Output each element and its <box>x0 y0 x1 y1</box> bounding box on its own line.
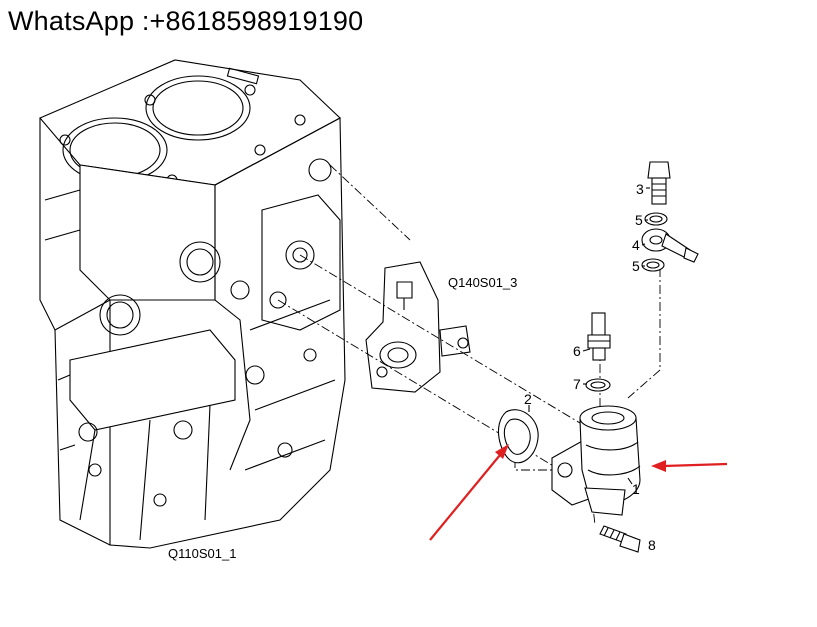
part-6-fitting <box>587 312 611 361</box>
part-8-bolt <box>599 525 641 553</box>
callout-6: 6 <box>573 343 581 359</box>
bracket-drawing <box>365 261 471 393</box>
whatsapp-watermark: WhatsApp :+8618598919190 <box>8 6 364 36</box>
part-4-banjo-fitting <box>641 228 699 263</box>
red-arrow-right <box>651 460 728 472</box>
diagram-code-block: Q110S01_1 <box>168 546 236 561</box>
callout-8: 8 <box>648 537 656 553</box>
part-7-o-ring <box>585 378 611 392</box>
part-1-fuel-pump <box>551 405 641 516</box>
part-2-gasket <box>497 409 539 464</box>
callout-leaders <box>528 187 650 485</box>
part-3-banjo-bolt <box>647 161 671 205</box>
diagram-code-bracket: Q140S01_3 <box>448 275 517 290</box>
callout-7: 7 <box>573 376 581 392</box>
callout-5-upper: 5 <box>635 212 643 228</box>
engine-block-drawing <box>39 59 346 549</box>
part-5-washers <box>641 212 668 272</box>
callout-2: 2 <box>524 391 532 407</box>
callout-1: 1 <box>632 481 640 497</box>
red-arrow-left <box>429 444 509 541</box>
callout-4: 4 <box>632 237 640 253</box>
callout-3: 3 <box>636 181 644 197</box>
callout-5-lower: 5 <box>632 258 640 274</box>
